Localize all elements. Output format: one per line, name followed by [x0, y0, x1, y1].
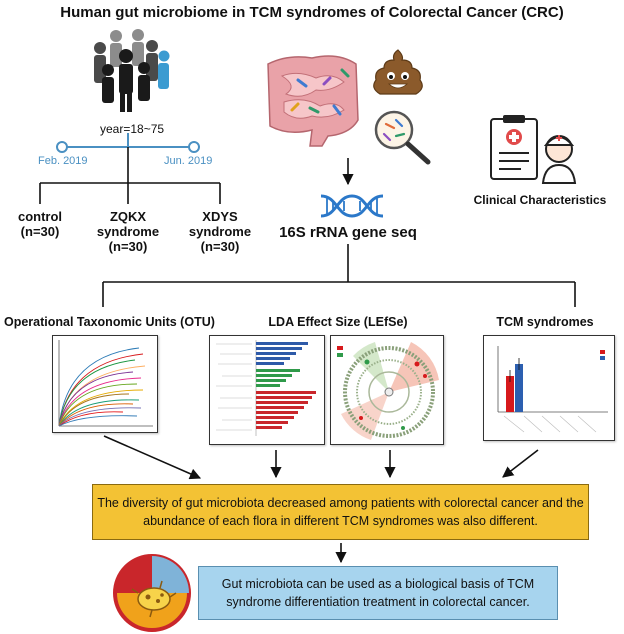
end-date-label: Jun. 2019: [164, 155, 213, 167]
group-zqkx: ZQKX syndrome (n=30): [88, 209, 168, 254]
tcm-syndrome-bar-thumbnail: [483, 335, 615, 441]
analysis-label-otu: Operational Taxonomic Units (OTU): [4, 315, 215, 329]
analysis-label-tcm: TCM syndromes: [496, 315, 594, 329]
otu-rarefaction-thumbnail: [52, 335, 158, 433]
conclusion-box: Gut microbiota can be used as a biologic…: [198, 566, 558, 620]
result-text: The diversity of gut microbiota decrease…: [97, 496, 584, 528]
lda-bar-thumbnail: [209, 335, 325, 445]
arrows-to-result: [103, 435, 539, 480]
lda-bars: [216, 340, 316, 436]
group-n: (n=30): [108, 239, 148, 254]
cladogram: [337, 342, 439, 440]
rarefaction-curves: [58, 340, 153, 427]
group-n: (n=30): [200, 239, 240, 254]
result-summary-box: The diversity of gut microbiota decrease…: [92, 484, 589, 540]
sequencing-label: 16S rRNA gene seq: [279, 224, 417, 241]
clipboard-doctor-icon: [490, 115, 577, 184]
dna-icon: [320, 194, 384, 218]
analysis-label-lefse: LDA Effect Size (LEfSe): [268, 315, 408, 329]
stool-sample-icon: [373, 49, 423, 95]
start-date-label: Feb. 2019: [38, 155, 88, 167]
group-tree-lines: [39, 147, 221, 204]
lefse-cladogram-thumbnail: [330, 335, 444, 445]
group-name: control: [17, 209, 63, 224]
conclusion-text: Gut microbiota can be used as a biologic…: [221, 577, 535, 609]
clinical-label: Clinical Characteristics: [473, 193, 607, 207]
gut-intestine-icon: [267, 55, 359, 147]
group-name: ZQKX syndrome: [96, 209, 160, 239]
group-control: control (n=30): [5, 209, 75, 239]
group-xdys: XDYS syndrome (n=30): [180, 209, 260, 254]
people-icon: [94, 29, 170, 112]
analysis-tree-lines: [102, 244, 576, 307]
figure-title: Human gut microbiome in TCM syndromes of…: [60, 4, 564, 21]
microbe-circle-icon: [113, 554, 191, 632]
group-n: (n=30): [20, 224, 60, 239]
magnifier-microbe-icon: [374, 110, 431, 165]
group-name: XDYS syndrome: [188, 209, 252, 239]
age-range-label: year=18~75: [100, 122, 165, 136]
tcm-bars: [497, 346, 608, 433]
